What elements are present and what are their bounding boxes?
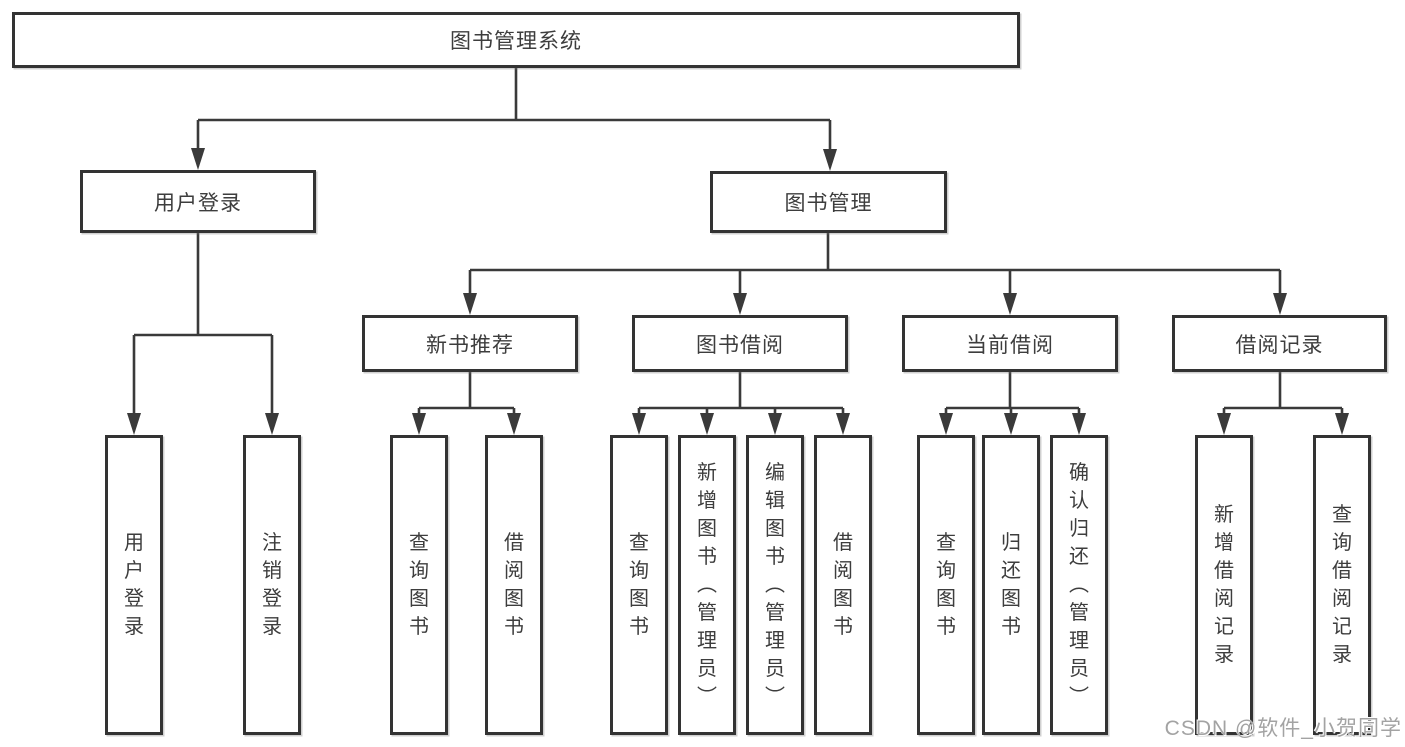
- leaf-label: 新 增 借 阅 记 录: [1214, 504, 1234, 666]
- node-label: 图书管理: [784, 192, 873, 215]
- node-label: 新书推荐: [426, 333, 514, 357]
- leaf-label: 查 询 借 阅 记 录: [1332, 504, 1352, 666]
- arrowheads: [127, 148, 1349, 435]
- node-label: 图书管理系统: [450, 30, 582, 53]
- leaf-add-book-admin: 新 增 图 书 ︵ 管 理 员 ︶: [678, 435, 736, 735]
- node-label: 当前借阅: [966, 333, 1054, 357]
- leaf-label: 查 询 图 书: [629, 532, 649, 638]
- leaf-return-books: 归 还 图 书: [982, 435, 1040, 735]
- leaf-query-borrow-record: 查 询 借 阅 记 录: [1313, 435, 1371, 735]
- leaf-query-books-newbook: 查 询 图 书: [390, 435, 448, 735]
- node-book-borrowing: 图书借阅: [632, 315, 848, 372]
- leaf-label: 借 阅 图 书: [833, 532, 853, 638]
- leaf-logout: 注 销 登 录: [243, 435, 301, 735]
- node-borrowing-records: 借阅记录: [1172, 315, 1387, 372]
- csdn-watermark: CSDN @软件_小贺同学: [1164, 717, 1402, 740]
- node-label: 用户登录: [154, 191, 242, 215]
- node-library-management-system: 图书管理系统: [12, 12, 1020, 68]
- leaf-label: 编 辑 图 书 ︵ 管 理 员 ︶: [765, 462, 785, 708]
- leaf-add-borrow-record: 新 增 借 阅 记 录: [1195, 435, 1253, 735]
- leaf-borrow-books-newbook: 借 阅 图 书: [485, 435, 543, 735]
- leaf-label: 确 认 归 还 ︵ 管 理 员 ︶: [1069, 462, 1089, 708]
- leaf-edit-book-admin: 编 辑 图 书 ︵ 管 理 员 ︶: [746, 435, 804, 735]
- leaf-user-login: 用 户 登 录: [105, 435, 163, 735]
- leaf-borrow-books: 借 阅 图 书: [814, 435, 872, 735]
- leaf-label: 用 户 登 录: [124, 532, 144, 638]
- node-new-book-recommendation: 新书推荐: [362, 315, 578, 372]
- leaf-query-books-borrow: 查 询 图 书: [610, 435, 668, 735]
- node-label: 图书借阅: [696, 333, 784, 357]
- leaf-label: 借 阅 图 书: [504, 532, 524, 638]
- leaf-confirm-return-admin: 确 认 归 还 ︵ 管 理 员 ︶: [1050, 435, 1108, 735]
- leaf-label: 新 增 图 书 ︵ 管 理 员 ︶: [697, 462, 717, 708]
- node-user-login: 用户登录: [80, 170, 316, 233]
- leaf-label: 查 询 图 书: [936, 532, 956, 638]
- leaf-label: 查 询 图 书: [409, 532, 429, 638]
- node-current-borrowing: 当前借阅: [902, 315, 1118, 372]
- node-book-management: 图书管理: [710, 171, 947, 233]
- leaf-query-books-current: 查 询 图 书: [917, 435, 975, 735]
- leaf-label: 注 销 登 录: [262, 532, 282, 638]
- leaf-label: 归 还 图 书: [1001, 532, 1021, 638]
- node-label: 借阅记录: [1235, 333, 1324, 357]
